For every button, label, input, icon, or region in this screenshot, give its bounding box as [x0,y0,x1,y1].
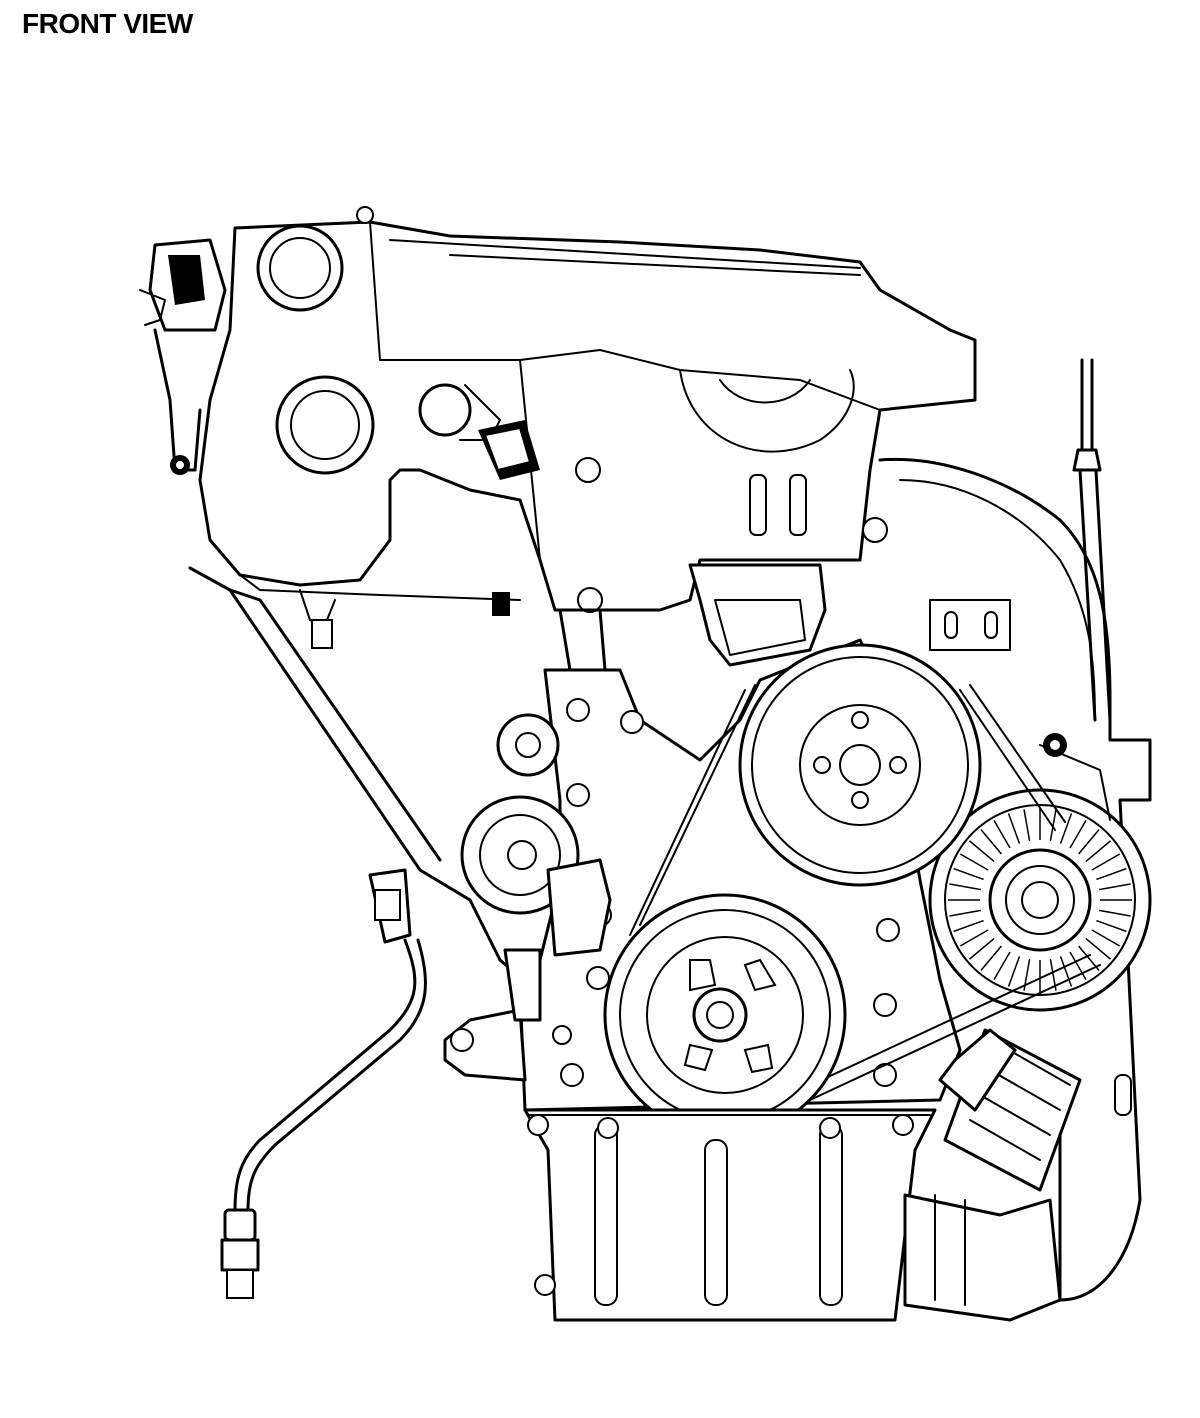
power-steering-pulley [738,643,982,887]
alternator-fin [1085,937,1111,960]
dipstick-tube [1072,358,1112,722]
engine-bracket [558,563,827,672]
exhaust-flange [903,1074,1132,1322]
alternator-fin [1085,840,1111,863]
alternator-fin [1096,867,1127,881]
alternator-fin [993,951,1011,981]
alternator-fin [1091,853,1121,871]
drive-belt [629,684,1101,1101]
alternator-fin [1059,813,1073,844]
alternator-fin [1069,819,1087,849]
lower-bracket [443,948,542,1082]
alternator-fin [1049,809,1057,842]
alternator-fin [980,829,1003,855]
alternator-fin [953,867,984,881]
alternator-fin [959,929,989,947]
alternator-fin [1091,929,1121,947]
alternator-fin [949,883,982,891]
alternator-fin [949,909,982,917]
alternator [928,733,1152,1012]
alternator-fin [1098,909,1131,917]
alternator-fin [1098,883,1131,891]
sensor-cluster [418,383,888,616]
crankshaft-pulley [603,893,847,1137]
alternator-fin [993,819,1011,849]
alternator-fin [969,937,995,960]
alternator-fin [1096,919,1127,933]
oil-filter [938,1028,1082,1192]
water-pump-pulley [460,713,612,957]
intake-manifold [198,220,977,612]
alternator-fin [980,945,1003,971]
alternator-fin [1059,956,1073,987]
alternator-fin [953,919,984,933]
alternator-fin [1077,829,1100,855]
alternator-fin [969,840,995,863]
oil-pan [523,1108,937,1322]
throttle-linkage [139,206,374,475]
oxygen-sensor-harness [188,566,537,1299]
alternator-fin [1069,951,1087,981]
alternator-fin [1007,956,1021,987]
alternator-fin [1007,813,1021,844]
alternator-fin [1023,809,1031,842]
page-title: FRONT VIEW [22,8,193,39]
alternator-fin [959,853,989,871]
